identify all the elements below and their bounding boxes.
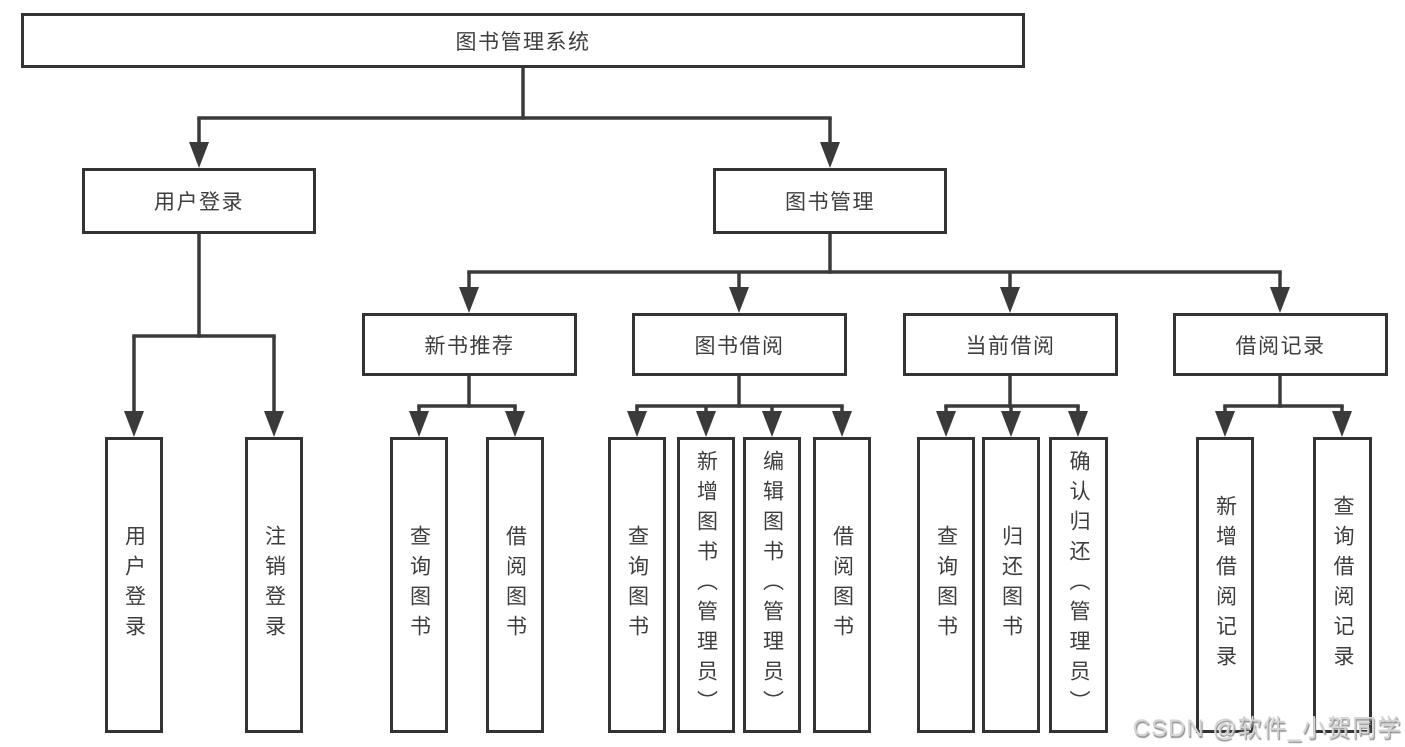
leaf-label: 归还图书 bbox=[999, 525, 1023, 645]
leaf-query-books-borrow: 查询图书 bbox=[608, 437, 666, 733]
node-label: 图书借阅 bbox=[694, 334, 785, 358]
node-label: 图书管理 bbox=[785, 191, 875, 214]
leaf-label: 确认归还（管理员） bbox=[1067, 450, 1090, 720]
node-label: 借阅记录 bbox=[1235, 334, 1326, 358]
leaf-label: 查询借阅记录 bbox=[1331, 495, 1354, 675]
csdn-watermark: CSDN @软件_小贺同学 bbox=[1132, 715, 1402, 742]
leaf-logout: 注销登录 bbox=[245, 437, 303, 733]
leaf-label: 借阅图书 bbox=[830, 525, 854, 645]
leaf-query-books-current: 查询图书 bbox=[917, 437, 975, 733]
node-label: 当前借阅 bbox=[965, 334, 1056, 358]
node-new-book-recommend: 新书推荐 bbox=[362, 313, 577, 376]
leaf-label: 查询图书 bbox=[625, 525, 649, 645]
leaf-label: 新增借阅记录 bbox=[1213, 495, 1237, 675]
leaf-label: 注销登录 bbox=[262, 525, 286, 645]
leaf-query-borrow-record: 查询借阅记录 bbox=[1313, 437, 1372, 733]
node-user-login: 用户登录 bbox=[82, 168, 316, 234]
leaf-label: 查询图书 bbox=[934, 525, 958, 645]
leaf-label: 编辑图书（管理员） bbox=[760, 450, 784, 720]
leaf-label: 查询图书 bbox=[407, 525, 431, 645]
leaf-borrow-books: 借阅图书 bbox=[813, 437, 871, 733]
leaf-add-borrow-record: 新增借阅记录 bbox=[1196, 437, 1254, 733]
node-label: 新书推荐 bbox=[424, 334, 515, 358]
leaf-confirm-return-admin: 确认归还（管理员） bbox=[1049, 437, 1108, 733]
leaf-query-books-recommend: 查询图书 bbox=[390, 437, 448, 733]
node-book-management: 图书管理 bbox=[713, 168, 947, 234]
leaf-edit-books-admin: 编辑图书（管理员） bbox=[743, 437, 801, 733]
leaf-user-login: 用户登录 bbox=[105, 437, 163, 733]
node-label: 图书管理系统 bbox=[455, 30, 591, 54]
node-label: 用户登录 bbox=[154, 191, 244, 214]
leaf-label: 新增图书（管理员） bbox=[694, 450, 718, 720]
node-library-system: 图书管理系统 bbox=[21, 13, 1025, 68]
leaf-add-books-admin: 新增图书（管理员） bbox=[677, 437, 735, 733]
leaf-return-books: 归还图书 bbox=[982, 437, 1040, 733]
node-borrow-record: 借阅记录 bbox=[1173, 313, 1388, 376]
node-book-borrow: 图书借阅 bbox=[632, 313, 847, 376]
leaf-label: 用户登录 bbox=[122, 525, 146, 645]
leaf-label: 借阅图书 bbox=[503, 525, 527, 645]
node-current-borrow: 当前借阅 bbox=[903, 313, 1118, 376]
leaf-borrow-books-recommend: 借阅图书 bbox=[486, 437, 544, 733]
